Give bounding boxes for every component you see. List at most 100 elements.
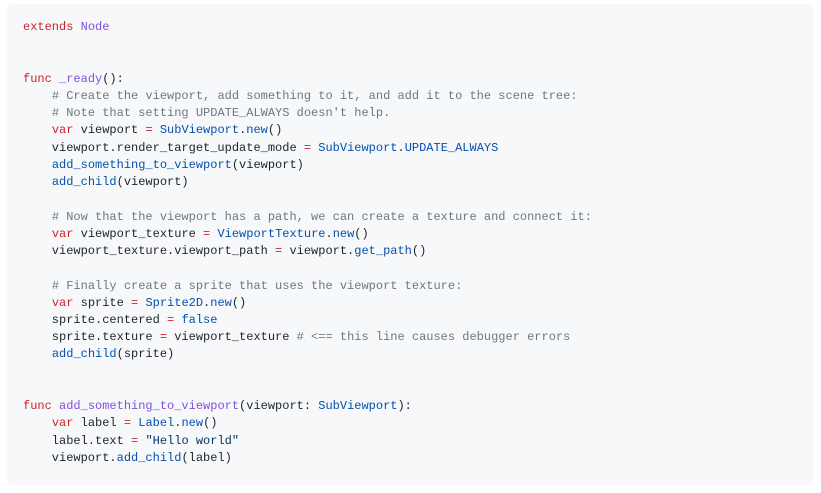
code-token xyxy=(23,158,52,172)
code-token: = xyxy=(275,244,283,259)
code-token: = xyxy=(145,123,153,138)
code-token: ViewportTexture xyxy=(217,226,326,241)
code-token: new xyxy=(332,226,355,241)
code-token: () xyxy=(267,123,283,138)
code-token xyxy=(73,20,80,34)
code-token: ): xyxy=(397,399,412,414)
code-token xyxy=(23,227,52,241)
code-token xyxy=(23,347,52,361)
code-token: () xyxy=(203,416,218,431)
code-token: _ready xyxy=(59,71,103,86)
code-token: Node xyxy=(80,20,110,34)
code-line: viewport.add_child(label) xyxy=(23,450,592,467)
code-line: viewport.render_target_update_mode = Sub… xyxy=(23,140,592,157)
code-token: new xyxy=(181,416,204,431)
code-line xyxy=(23,364,592,381)
code-token: # Finally create a sprite that uses the … xyxy=(51,278,463,293)
code-token xyxy=(23,416,52,430)
code-token: Sprite2D xyxy=(145,295,204,310)
code-token: UPDATE_ALWAYS xyxy=(404,140,499,155)
code-token: . xyxy=(203,295,211,310)
code-token: label xyxy=(73,416,124,431)
code-token: "Hello world" xyxy=(145,433,240,448)
code-token: new xyxy=(246,123,268,138)
code-token: = xyxy=(303,140,312,155)
code-token: = xyxy=(167,312,175,327)
code-token: viewport xyxy=(73,123,146,138)
code-line: var viewport = SubViewport.new() xyxy=(23,122,592,139)
code-line xyxy=(23,191,592,208)
code-token: sprite.centered xyxy=(23,312,168,327)
code-token: (label) xyxy=(181,450,232,465)
code-token xyxy=(153,123,160,137)
code-line: add_child(sprite) xyxy=(23,346,592,363)
code-line xyxy=(23,381,592,398)
code-line: extends Node xyxy=(23,19,592,36)
code-token: (viewport) xyxy=(231,157,304,172)
code-token: get_path xyxy=(354,244,412,259)
code-token xyxy=(23,123,52,137)
code-token: viewport_texture.viewport_path xyxy=(23,244,276,259)
code-line: sprite.centered = false xyxy=(23,312,592,329)
code-token: (sprite) xyxy=(116,347,175,362)
code-token: . xyxy=(397,140,405,155)
code-token: . xyxy=(174,416,182,431)
code-token: add_something_to_viewport xyxy=(59,399,240,414)
code-token: new xyxy=(210,295,232,310)
code-token: var xyxy=(51,226,74,241)
code-token: SubViewport xyxy=(318,140,398,155)
code-line: add_child(viewport) xyxy=(23,174,592,191)
code-token: SubViewport xyxy=(159,123,240,138)
code-token: # Now that the viewport has a path, we c… xyxy=(51,209,592,224)
code-token: extends xyxy=(23,20,74,34)
code-line xyxy=(23,53,592,70)
code-token: SubViewport xyxy=(318,399,398,414)
code-token: add_child xyxy=(51,347,117,362)
code-token: . xyxy=(239,123,247,138)
code-token: sprite.texture xyxy=(23,330,160,345)
code-token: add_child xyxy=(116,450,182,465)
code-token: = xyxy=(203,226,211,241)
code-token xyxy=(23,296,52,310)
code-line: var viewport_texture = ViewportTexture.n… xyxy=(23,226,592,243)
code-token: var xyxy=(51,123,74,138)
code-token: () xyxy=(231,295,247,310)
code-token xyxy=(23,106,52,120)
code-line: viewport_texture.viewport_path = viewpor… xyxy=(23,243,592,260)
code-token: (viewport: xyxy=(239,399,319,414)
code-line: # Note that setting UPDATE_ALWAYS doesn'… xyxy=(23,105,592,122)
code-token: var xyxy=(51,295,74,310)
code-token: # Create the viewport, add something to … xyxy=(51,88,578,103)
code-line: add_something_to_viewport(viewport) xyxy=(23,157,592,174)
code-line: var sprite = Sprite2D.new() xyxy=(23,295,592,312)
code-line: func _ready(): xyxy=(23,71,592,88)
code-token xyxy=(23,210,52,224)
code-token xyxy=(23,175,52,189)
code-line: label.text = "Hello world" xyxy=(23,433,592,450)
code-line xyxy=(23,36,592,53)
code-line xyxy=(23,260,592,277)
code-line: # Create the viewport, add something to … xyxy=(23,88,592,105)
code-content[interactable]: extends Node func _ready(): # Create the … xyxy=(23,19,592,467)
code-line: sprite.texture = viewport_texture # <== … xyxy=(23,329,592,346)
code-token: = xyxy=(123,416,132,431)
code-token: add_something_to_viewport xyxy=(51,157,232,172)
code-token: # Note that setting UPDATE_ALWAYS doesn'… xyxy=(51,106,391,121)
code-token: () xyxy=(411,244,427,259)
code-token: Label xyxy=(138,416,175,431)
code-token: false xyxy=(181,312,218,327)
code-token: viewport_texture xyxy=(167,330,297,345)
code-token: (): xyxy=(102,71,124,86)
code-token: # <== this line causes debugger errors xyxy=(296,330,571,345)
code-token xyxy=(52,399,59,413)
code-token: label.text xyxy=(23,433,132,448)
code-line: func add_something_to_viewport(viewport:… xyxy=(23,398,592,415)
code-token: sprite xyxy=(73,295,132,310)
code-line: # Now that the viewport has a path, we c… xyxy=(23,209,592,226)
code-line: var label = Label.new() xyxy=(23,415,592,432)
code-token: (viewport) xyxy=(116,175,189,190)
code-token xyxy=(23,279,52,293)
code-token: . xyxy=(325,226,333,241)
code-token: () xyxy=(354,226,369,241)
code-token: viewport. xyxy=(282,244,355,259)
